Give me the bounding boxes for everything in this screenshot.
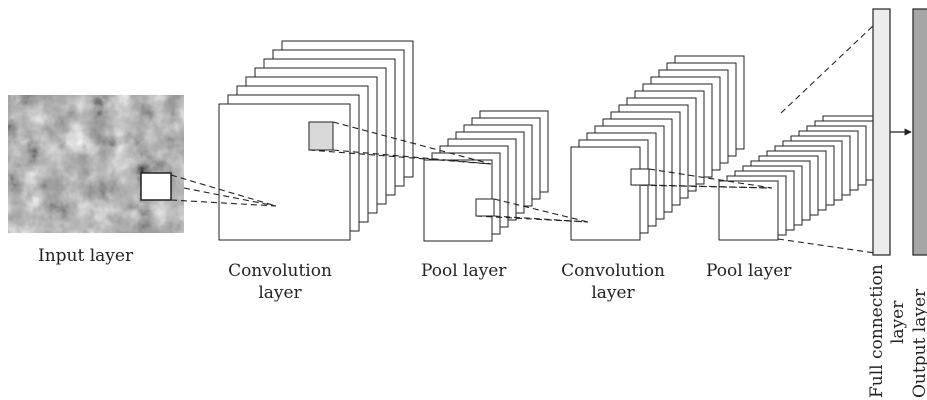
conv1-label: Convolution layer	[221, 260, 339, 304]
full-connection-label-line2: layer	[888, 300, 908, 344]
conn-conv1-pool1-b	[332, 149, 492, 165]
input-layer-label: Input layer	[38, 246, 134, 266]
pool1-label: Pool layer	[421, 261, 507, 281]
pool2-label: Pool layer	[706, 261, 792, 281]
conn-pool1-conv2-a	[493, 198, 589, 223]
full-connection-label: Full connection	[866, 260, 888, 398]
conn-pool2-fc-bottom	[777, 238, 876, 254]
full-connection-label-line1: Full connection	[867, 264, 887, 398]
pool2-feature-map-stack	[718, 115, 883, 241]
conv2-label-line2: layer	[591, 283, 635, 303]
conn-conv2-pool2-c	[630, 184, 773, 189]
output-layer-label-text: Output layer	[910, 288, 927, 398]
conn-pool1-conv2-b	[493, 215, 589, 223]
input-receptive-field	[140, 172, 172, 201]
full-connection-bar	[872, 8, 891, 256]
output-bar	[912, 8, 927, 256]
conv2-label-line1: Convolution	[561, 261, 665, 281]
pool1-receptive-field	[475, 198, 495, 217]
pool1-feature-map-stack	[423, 110, 549, 242]
conv2-feature-map-stack	[570, 55, 745, 241]
conn-input-conv1-a	[170, 174, 277, 207]
conv2-receptive-field	[630, 168, 650, 186]
conn-pool1-conv2-c	[475, 215, 589, 223]
conv2-map-1	[570, 146, 641, 241]
conv1-receptive-field	[308, 121, 334, 151]
input-image	[8, 95, 184, 233]
conn-conv2-pool2-a	[648, 168, 773, 189]
conv2-label: Convolution layer	[554, 260, 672, 304]
conv1-label-line2: layer	[258, 283, 302, 303]
conn-conv1-pool1-c	[308, 149, 492, 165]
output-layer-label: Output layer	[909, 289, 927, 398]
dashed-connections	[170, 23, 876, 254]
conn-input-conv1-b	[170, 199, 277, 207]
pool2-map-1	[718, 180, 779, 241]
conv1-label-line1: Convolution	[228, 261, 332, 281]
conn-input-conv1-c	[183, 187, 277, 207]
full-connection-label-line2-wrap: layer	[887, 301, 909, 344]
conn-conv1-pool1-a	[332, 121, 492, 165]
conn-pool2-fc-top	[780, 23, 876, 114]
